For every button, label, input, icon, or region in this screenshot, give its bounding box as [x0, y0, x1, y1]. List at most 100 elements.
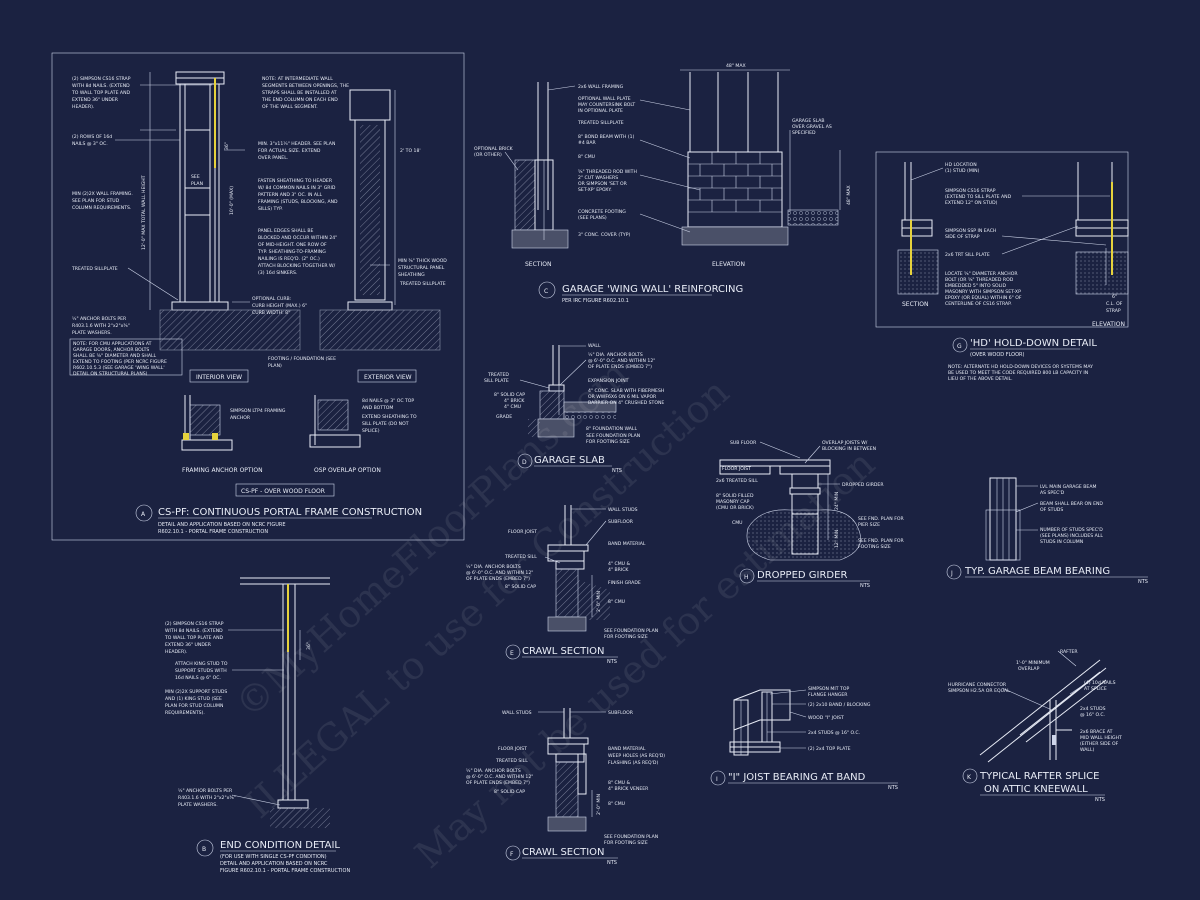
svg-text:ATTACH BLOCKING TOGETHER W/: ATTACH BLOCKING TOGETHER W/ [258, 263, 336, 269]
svg-text:8" CMU: 8" CMU [578, 154, 595, 160]
detail-c-section-label: SECTION [525, 261, 551, 268]
svg-text:THE END COLUMN ON EACH END: THE END COLUMN ON EACH END [261, 97, 338, 103]
svg-text:TREATED SILLPLATE: TREATED SILLPLATE [399, 281, 446, 287]
svg-text:EPOXY (OR EQUAL) WITHIN 6" OF: EPOXY (OR EQUAL) WITHIN 6" OF [945, 295, 1022, 301]
detail-k-title-2: ON ATTIC KNEEWALL [984, 784, 1088, 795]
dim-strap-length: 36" [224, 142, 230, 150]
detail-c-elevation-label: ELEVATION [712, 261, 745, 268]
svg-text:(2) SIMPSON CS16 STRAP: (2) SIMPSON CS16 STRAP [72, 76, 131, 82]
svg-text:½" DIA. ANCHOR BOLTS: ½" DIA. ANCHOR BOLTS [588, 351, 643, 358]
svg-text:AND (1) KING STUD (SEE: AND (1) KING STUD (SEE [165, 696, 222, 702]
svg-text:4" CONC. SLAB WITH FIBERMESH: 4" CONC. SLAB WITH FIBERMESH [588, 388, 664, 394]
svg-text:24" MIN: 24" MIN [834, 492, 840, 510]
svg-text:CURB HEIGHT (MAX.) 6": CURB HEIGHT (MAX.) 6" [252, 303, 307, 309]
detail-g-elevation-label: ELEVATION [1092, 321, 1125, 328]
detail-a-marker [135, 504, 153, 522]
svg-text:8" SOLID CAP: 8" SOLID CAP [505, 584, 536, 590]
svg-text:SIMPSON CS16 STRAP: SIMPSON CS16 STRAP [945, 188, 996, 194]
detail-k-title: TYPICAL RAFTER SPLICE [979, 771, 1099, 782]
svg-text:SIDE OF STRAP: SIDE OF STRAP [945, 234, 980, 240]
svg-text:OR SIMPSON 'SET OR: OR SIMPSON 'SET OR [578, 181, 628, 187]
svg-text:NTS: NTS [607, 860, 617, 866]
svg-text:NTS: NTS [1095, 797, 1105, 803]
svg-text:OVER PANEL.: OVER PANEL. [258, 155, 288, 161]
detail-c-marker [538, 281, 556, 299]
svg-text:OF PLATE ENDS (EMBED 7"): OF PLATE ENDS (EMBED 7") [466, 780, 530, 786]
svg-text:CMU: CMU [732, 520, 743, 526]
svg-text:C.L. OF: C.L. OF [1106, 301, 1123, 307]
svg-text:(EITHER SIDE OF: (EITHER SIDE OF [1080, 741, 1119, 747]
detail-a-right-notes: NOTE: AT INTERMEDIATE WALL SEGMENTS BETW… [224, 76, 447, 369]
svg-text:16d NAILS @ 6" OC.: 16d NAILS @ 6" OC. [175, 675, 221, 681]
svg-text:3" CONC. COVER (TYP): 3" CONC. COVER (TYP) [578, 232, 630, 238]
svg-text:(3) 16d SINKERS.: (3) 16d SINKERS. [258, 270, 297, 276]
svg-text:SEE FND. PLAN FOR: SEE FND. PLAN FOR [858, 538, 904, 544]
svg-text:NTS: NTS [612, 468, 622, 474]
svg-text:H: H [744, 574, 749, 581]
svg-text:8" SOLID CAP: 8" SOLID CAP [494, 392, 525, 398]
svg-text:@ 6'-0" O.C. AND WITHIN 12": @ 6'-0" O.C. AND WITHIN 12" [466, 774, 533, 780]
svg-text:CONCRETE FOOTING: CONCRETE FOOTING [578, 209, 626, 215]
svg-text:ANCHOR: ANCHOR [230, 415, 251, 421]
svg-text:4" BRICK: 4" BRICK [504, 398, 525, 404]
exterior-view-box [357, 369, 417, 383]
svg-text:NTS: NTS [888, 785, 898, 791]
svg-text:8" SOLID CAP: 8" SOLID CAP [494, 789, 525, 795]
detail-k-marker [962, 768, 978, 784]
svg-text:2x6 BRACE AT: 2x6 BRACE AT [1080, 729, 1113, 735]
svg-text:½" ANCHOR BOLTS PER: ½" ANCHOR BOLTS PER [178, 787, 233, 794]
svg-text:F: F [510, 851, 514, 858]
svg-text:FOR FOOTING SIZE: FOR FOOTING SIZE [604, 634, 648, 640]
svg-text:B: B [202, 846, 206, 853]
svg-text:SUBFLOOR: SUBFLOOR [608, 519, 634, 525]
svg-text:FINISH GRADE: FINISH GRADE [608, 580, 641, 586]
detail-g-marker [952, 337, 968, 353]
svg-text:EXTEND SHEATHING TO: EXTEND SHEATHING TO [362, 414, 417, 420]
detail-g-title: 'HD' HOLD-DOWN DETAIL [970, 338, 1097, 349]
svg-text:EXTEND 36" UNDER: EXTEND 36" UNDER [72, 97, 119, 103]
detail-j-garage-beam: LVL MAIN GARAGE BEAM AS SPEC'D BEAM SHAL… [946, 477, 1148, 585]
svg-text:(CMU OR BRICK): (CMU OR BRICK) [716, 505, 754, 511]
svg-text:WITH 8d NAILS. (EXTEND: WITH 8d NAILS. (EXTEND [72, 83, 130, 89]
svg-text:SHALL BE ⅝" DIAMETER AND SHALL: SHALL BE ⅝" DIAMETER AND SHALL [73, 353, 157, 359]
svg-text:HD LOCATION: HD LOCATION [945, 162, 977, 168]
svg-text:G: G [957, 343, 962, 350]
svg-text:(OVER WOOD FLOOR): (OVER WOOD FLOOR) [970, 352, 1025, 358]
svg-text:NAILS @ 3" OC.: NAILS @ 3" OC. [72, 141, 108, 147]
cmu-wall [687, 151, 783, 228]
svg-text:4" BRICK VENEER: 4" BRICK VENEER [608, 786, 649, 792]
svg-text:LVL MAIN GARAGE BEAM: LVL MAIN GARAGE BEAM [1040, 484, 1096, 490]
svg-text:WALL STUDS: WALL STUDS [502, 710, 532, 716]
framing-anchor-option: SIMPSON LTP4 FRAMING ANCHOR FRAMING ANCH… [181, 395, 286, 474]
detail-c-title: GARAGE 'WING WALL' REINFORCING [562, 284, 743, 295]
svg-text:NTS: NTS [860, 583, 870, 589]
svg-text:SIMPSON LTP4 FRAMING: SIMPSON LTP4 FRAMING [230, 408, 286, 414]
svg-text:TREATED SILLPLATE: TREATED SILLPLATE [577, 120, 624, 126]
svg-text:OR WWF6X6 ON 6 MIL VAPOR: OR WWF6X6 ON 6 MIL VAPOR [588, 394, 657, 400]
svg-text:BAND MATERIAL: BAND MATERIAL [608, 746, 646, 752]
svg-text:TO WALL TOP PLATE AND: TO WALL TOP PLATE AND [164, 635, 224, 641]
svg-text:8" BOND BEAM WITH (1): 8" BOND BEAM WITH (1) [578, 134, 635, 140]
svg-text:⅝" THREADED ROD WITH: ⅝" THREADED ROD WITH [578, 169, 637, 175]
svg-text:OPTIONAL WALL PLATE: OPTIONAL WALL PLATE [578, 96, 631, 102]
svg-text:HEADER).: HEADER). [165, 649, 187, 655]
detail-h-dropped-girder: 24" MIN 12" MIN SUB FLOOR OVERLAP JOISTS… [716, 440, 904, 589]
svg-text:EMBEDDED 5" INTO SOLID: EMBEDDED 5" INTO SOLID [945, 283, 1007, 289]
interior-view-box [189, 369, 249, 383]
svg-text:FLOOR JOIST: FLOOR JOIST [722, 466, 751, 472]
cmu-courses [688, 152, 782, 213]
detail-a-border [51, 52, 465, 541]
svg-text:WITH 8d NAILS. (EXTEND: WITH 8d NAILS. (EXTEND [165, 628, 223, 634]
svg-text:NTS: NTS [1138, 579, 1148, 585]
svg-text:FOOTING / FOUNDATION (SEE: FOOTING / FOUNDATION (SEE [268, 356, 336, 362]
svg-text:36": 36" [306, 642, 312, 650]
svg-text:BLOCKED AND OCCUR WITHIN 24": BLOCKED AND OCCUR WITHIN 24" [258, 235, 337, 241]
svg-text:FLOOR JOIST: FLOOR JOIST [498, 746, 527, 752]
detail-a-left-notes: (2) SIMPSON CS16 STRAP WITH 8d NAILS. (E… [69, 76, 212, 377]
svg-text:R602.10.1 - PORTAL FRAME CONST: R602.10.1 - PORTAL FRAME CONSTRUCTION [158, 529, 268, 535]
dim-panel-height: 10'-0" (MAX) [229, 186, 235, 215]
svg-text:NTS: NTS [607, 659, 617, 665]
svg-text:PIER SIZE: PIER SIZE [858, 522, 880, 528]
svg-text:@ 16" O.C.: @ 16" O.C. [1080, 712, 1105, 718]
svg-text:OVERLAP JOISTS W/: OVERLAP JOISTS W/ [822, 440, 868, 446]
